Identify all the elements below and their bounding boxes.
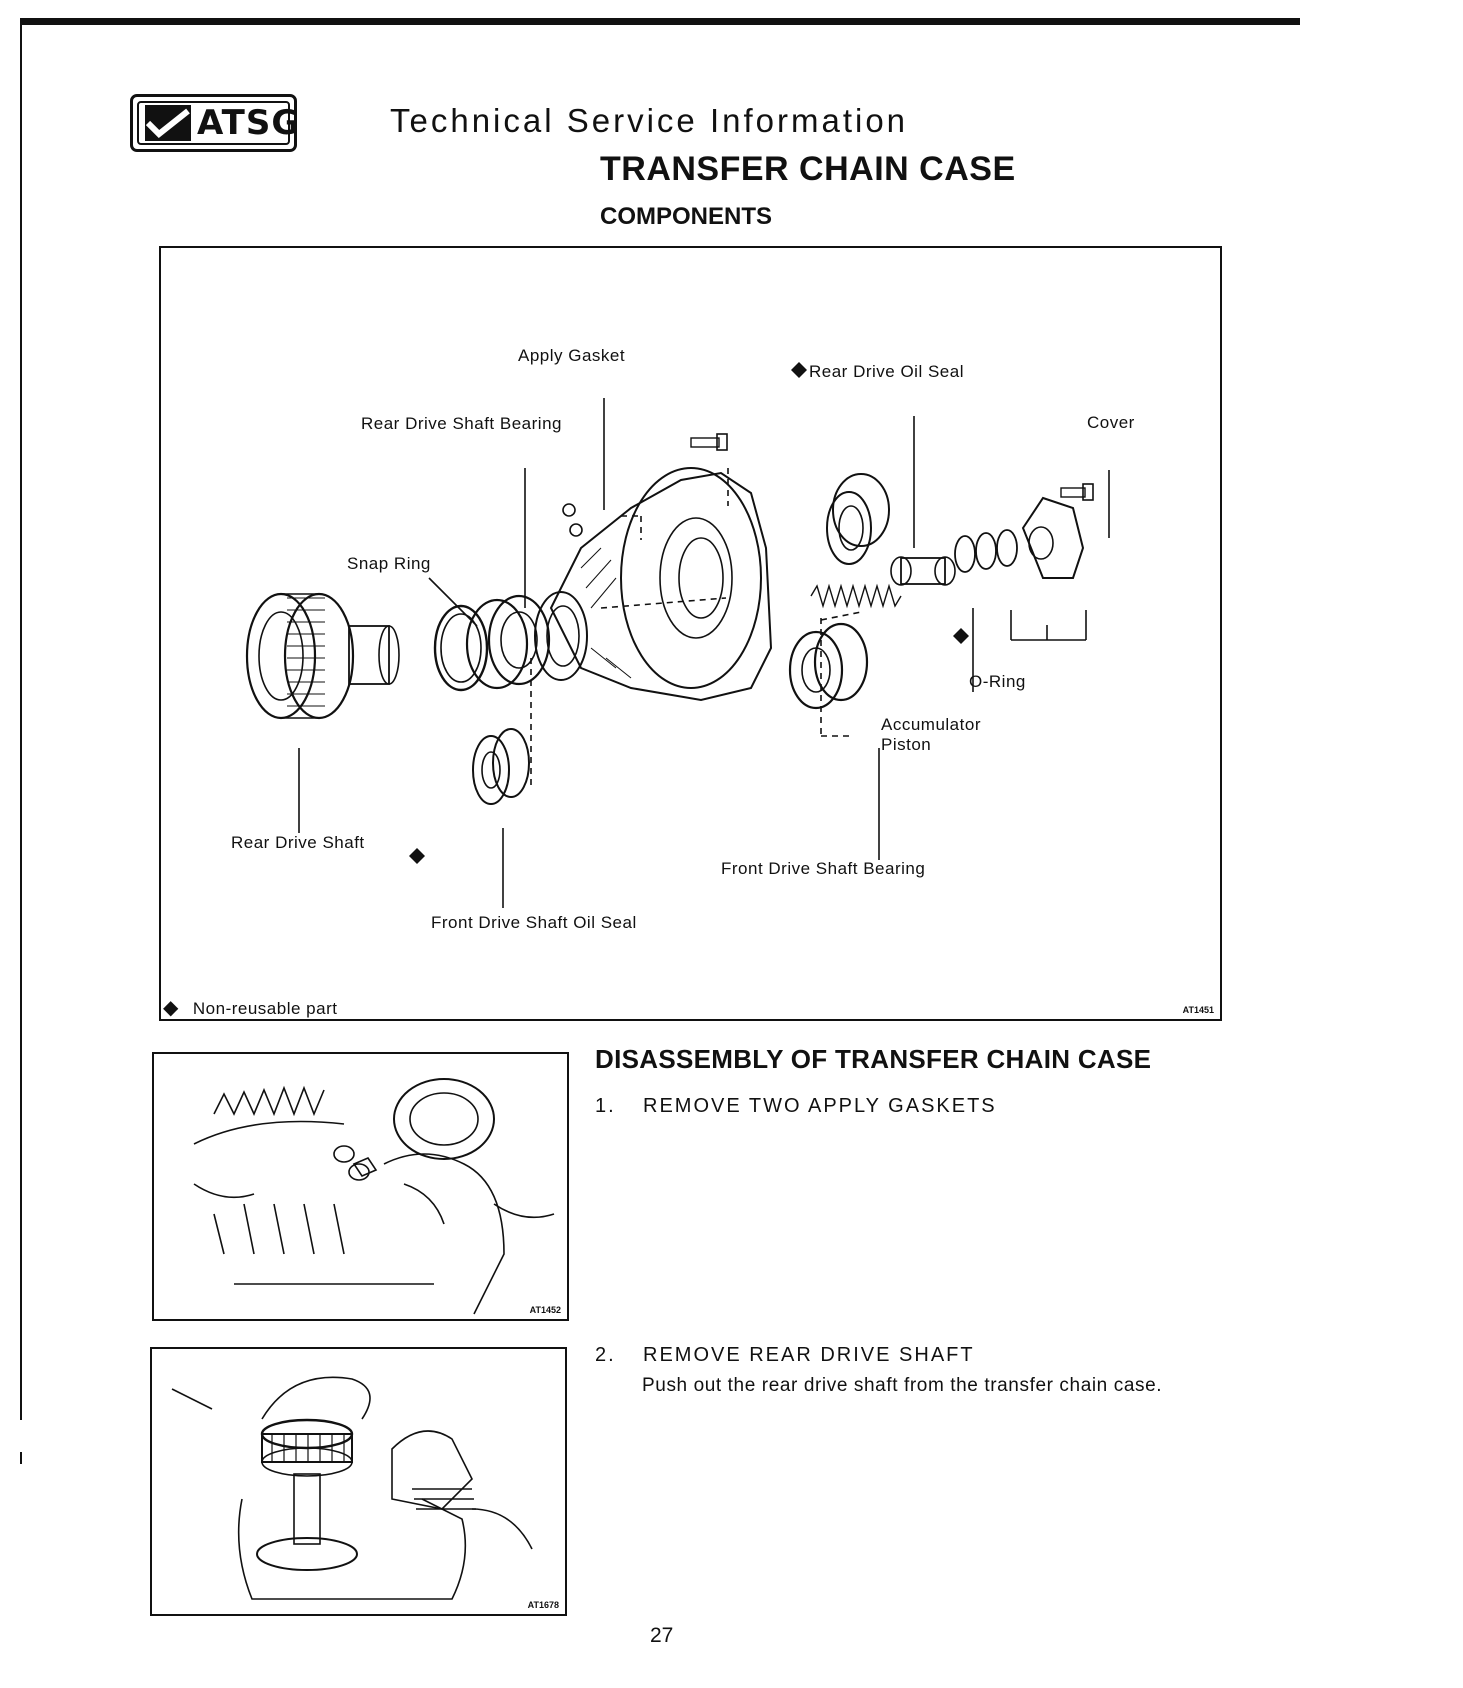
label-front-drive-shaft-oil-seal: Front Drive Shaft Oil Seal — [431, 913, 637, 932]
step-2-text: REMOVE REAR DRIVE SHAFT — [643, 1344, 975, 1366]
page-title: TRANSFER CHAIN CASE — [600, 150, 1016, 188]
section-heading: DISASSEMBLY OF TRANSFER CHAIN CASE — [595, 1044, 1152, 1074]
label-piston: Piston — [881, 735, 932, 754]
label-o-ring: O-Ring — [969, 672, 1026, 691]
step-2-title: 2. REMOVE REAR DRIVE SHAFT — [595, 1344, 975, 1367]
step-2-description: Push out the rear drive shaft from the t… — [642, 1375, 1163, 1396]
label-rear-drive-shaft: Rear Drive Shaft — [231, 833, 365, 852]
left-rule — [20, 25, 22, 1420]
step-1-figure: AT1452 — [152, 1052, 569, 1321]
publication-header: Technical Service Information — [390, 102, 909, 139]
exploded-view-drawing — [245, 362, 1110, 908]
page-number: 27 — [650, 1624, 674, 1647]
apply-gasket-removal-drawing — [193, 1078, 555, 1315]
diamond-icon: ◆ — [163, 997, 179, 1019]
step-1-text: REMOVE TWO APPLY GASKETS — [643, 1095, 997, 1117]
label-rear-drive-shaft-bearing: Rear Drive Shaft Bearing — [361, 414, 562, 433]
step-2-number: 2. — [595, 1344, 616, 1366]
label-front-drive-shaft-bearing: Front Drive Shaft Bearing — [721, 859, 926, 878]
step-1-number: 1. — [595, 1095, 616, 1117]
top-rule — [20, 18, 1300, 25]
logo-text: ATSG — [197, 103, 301, 143]
components-diagram: Apply Gasket Rear Drive Oil Seal Rear Dr… — [159, 246, 1222, 1021]
rear-drive-shaft-removal-drawing — [171, 1376, 533, 1600]
legend-text: Non-reusable part — [192, 999, 338, 1018]
margin-mark — [20, 1452, 22, 1464]
atsg-logo: ATSG — [130, 94, 301, 152]
step-2-figure: AT1678 — [150, 1347, 567, 1616]
checkmark-icon — [145, 105, 191, 141]
step-1-figure-code: AT1452 — [529, 1305, 561, 1315]
step-1-title: 1. REMOVE TWO APPLY GASKETS — [595, 1095, 997, 1118]
figure-code: AT1451 — [1182, 1005, 1214, 1015]
label-cover: Cover — [1087, 413, 1135, 432]
label-apply-gasket: Apply Gasket — [518, 346, 626, 365]
label-accumulator: Accumulator — [881, 715, 981, 734]
page-subtitle: COMPONENTS — [600, 203, 773, 230]
label-snap-ring: Snap Ring — [347, 554, 431, 573]
step-2-figure-code: AT1678 — [527, 1600, 559, 1610]
label-rear-drive-oil-seal: Rear Drive Oil Seal — [809, 362, 964, 381]
legend: ◆ Non-reusable part — [163, 995, 337, 1020]
